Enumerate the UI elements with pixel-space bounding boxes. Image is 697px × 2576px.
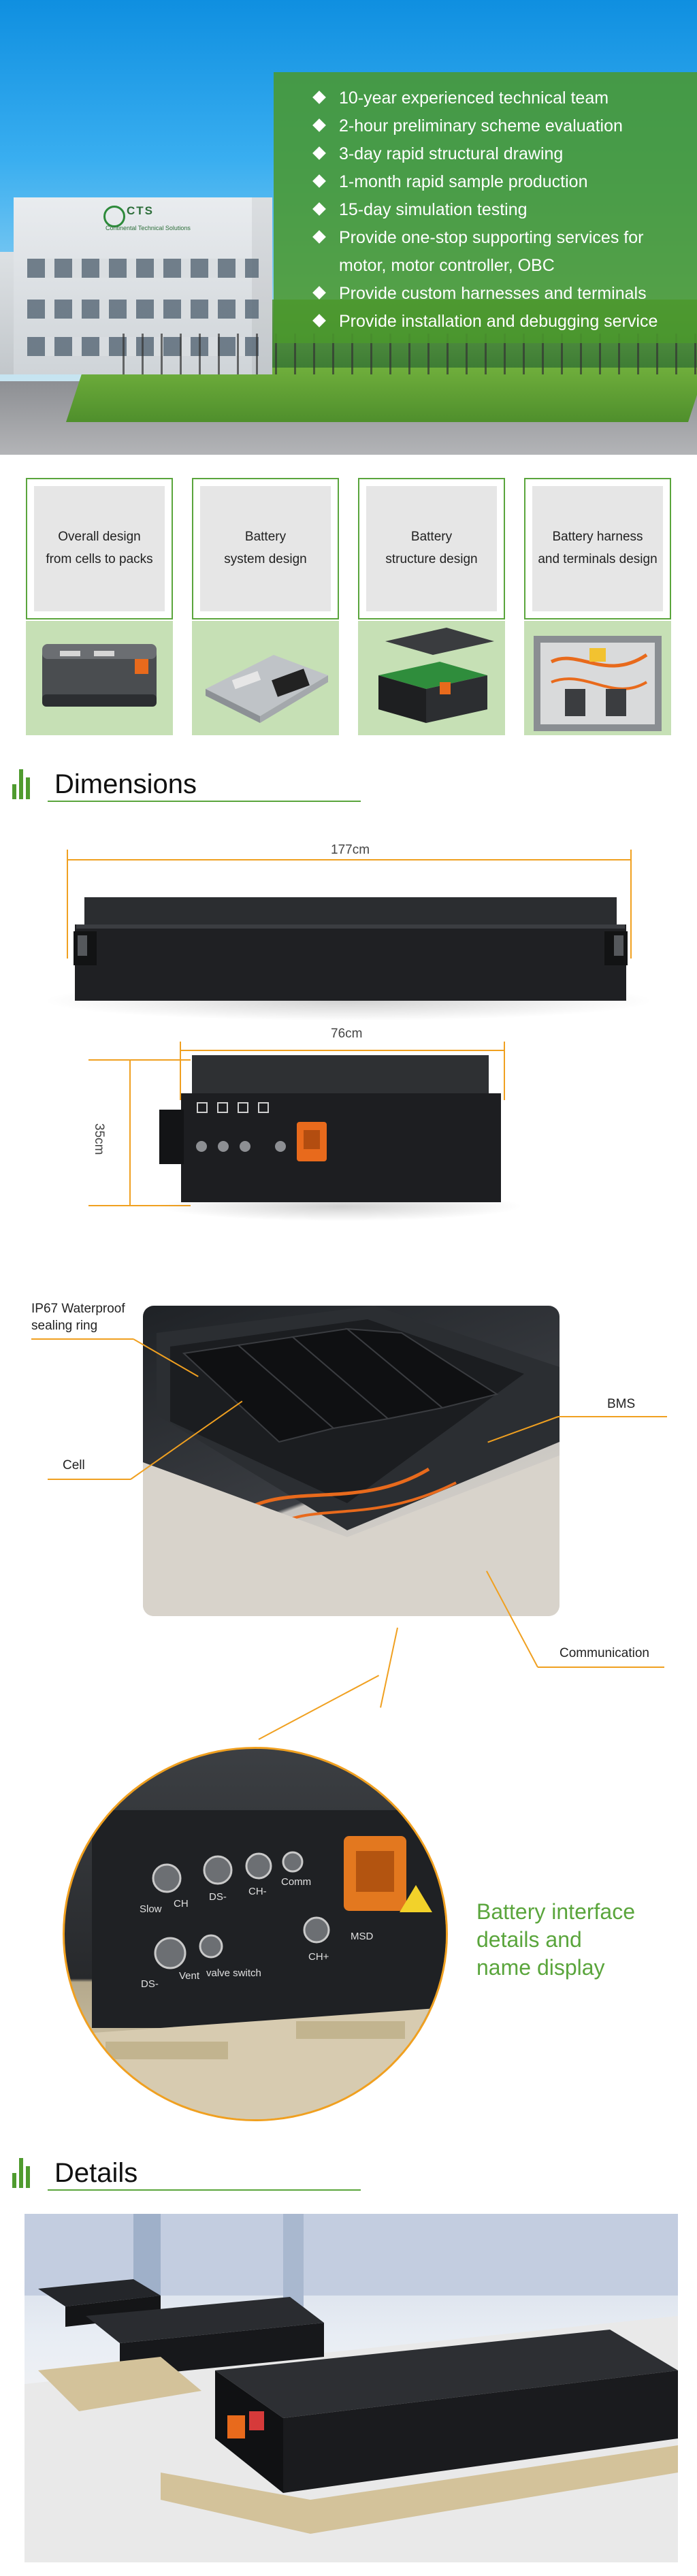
interface-label: CH-	[248, 1886, 267, 1897]
dimension-line	[504, 1042, 505, 1100]
company-logo-subtitle: Continental Technical Solutions	[106, 225, 191, 231]
interface-label: valve switch	[206, 1967, 261, 1979]
interface-label: DS-	[209, 1891, 227, 1903]
callout-bms: BMS	[607, 1397, 636, 1411]
battery-structure-image	[358, 621, 505, 735]
dimension-line	[630, 850, 632, 959]
callout-underline	[558, 1416, 667, 1417]
bar-chart-icon	[12, 2158, 39, 2188]
service-card: Battery harness and terminals design	[524, 478, 671, 737]
callout-underline	[48, 1479, 131, 1480]
interface-label: Slow	[140, 1903, 162, 1915]
service-card-label: Battery system design	[224, 530, 307, 566]
battery-interior-photo	[143, 1306, 560, 1616]
dimension-line	[129, 1061, 131, 1205]
diamond-bullet-icon	[312, 202, 326, 216]
service-card-label: Battery structure design	[385, 530, 478, 566]
diamond-bullet-icon	[312, 314, 326, 327]
service-card-label: Battery harness and terminals design	[538, 530, 658, 566]
service-card-label: Overall design from cells to packs	[46, 530, 153, 566]
callout-leader	[380, 1627, 398, 1708]
bar-chart-icon	[12, 769, 39, 799]
dimension-line	[67, 850, 68, 959]
callout-ip67-seal: IP67 Waterproof sealing ring	[31, 1302, 125, 1333]
capabilities-panel: 10-year experienced technical team 2-hou…	[274, 72, 697, 343]
service-card: Battery system design	[192, 478, 339, 737]
callout-cell: Cell	[63, 1458, 85, 1472]
diamond-bullet-icon	[312, 286, 326, 300]
interface-label: Comm	[281, 1876, 311, 1888]
capability-item: 1-month rapid sample production	[312, 168, 697, 196]
company-logo: CTS	[127, 204, 154, 217]
battery-pack-image	[26, 621, 173, 735]
callout-leader	[258, 1675, 380, 1740]
battery-pack-side-view	[74, 897, 628, 1001]
capability-item: 3-day rapid structural drawing	[312, 140, 697, 168]
callout-communication: Communication	[560, 1646, 649, 1660]
dimension-line	[88, 1059, 191, 1061]
battery-system-image	[192, 621, 339, 735]
capability-item: Provide installation and debugging servi…	[312, 308, 697, 336]
battery-packs-warehouse-photo	[25, 2214, 678, 2562]
company-logo-icon	[103, 206, 125, 227]
diamond-bullet-icon	[312, 91, 326, 104]
diamond-bullet-icon	[312, 118, 326, 132]
height-label: 35cm	[92, 1123, 106, 1155]
battery-harness-image	[524, 621, 671, 735]
interface-label: CH	[174, 1898, 189, 1910]
section-rule	[48, 801, 361, 802]
diamond-bullet-icon	[312, 146, 326, 160]
section-title: Details	[54, 2158, 138, 2188]
diamond-bullet-icon	[312, 230, 326, 244]
capability-item: 10-year experienced technical team	[312, 84, 697, 112]
service-card: Overall design from cells to packs	[26, 478, 173, 737]
diamond-bullet-icon	[312, 174, 326, 188]
dimension-line	[68, 859, 630, 860]
lawn	[66, 368, 697, 422]
dimension-line	[181, 1050, 504, 1051]
dimension-line	[180, 1042, 181, 1100]
battery-pack-end-view	[159, 1055, 501, 1202]
capability-item: Provide one-stop supporting services for	[312, 224, 697, 252]
capability-item-continued: motor, motor controller, OBC	[339, 256, 555, 275]
callout-underline	[538, 1667, 664, 1668]
interface-caption: Battery interface details and name displ…	[476, 1899, 635, 1980]
width-label: 76cm	[331, 1027, 363, 1041]
section-rule	[48, 2189, 361, 2191]
section-header-dimensions: Dimensions	[12, 762, 361, 803]
battery-interface-closeup: Slow CH DS- CH- Comm DS- Vent valve swit…	[63, 1747, 448, 2121]
capability-item: Provide custom harnesses and terminals	[312, 280, 697, 308]
hero-banner: CTS Continental Technical Solutions 10-y…	[0, 0, 697, 455]
dimension-line	[88, 1205, 191, 1206]
callout-underline	[31, 1338, 133, 1340]
section-header-details: Details	[12, 2151, 361, 2192]
capability-item: 2-hour preliminary scheme evaluation	[312, 112, 697, 140]
section-title: Dimensions	[54, 769, 197, 799]
service-card: Battery structure design	[358, 478, 505, 737]
length-label: 177cm	[331, 843, 370, 857]
capability-item: 15-day simulation testing	[312, 196, 697, 224]
interface-label: Vent	[179, 1970, 200, 1982]
interface-label: CH+	[308, 1951, 329, 1963]
interface-label: MSD	[351, 1931, 374, 1942]
interface-label: DS-	[141, 1978, 159, 1990]
